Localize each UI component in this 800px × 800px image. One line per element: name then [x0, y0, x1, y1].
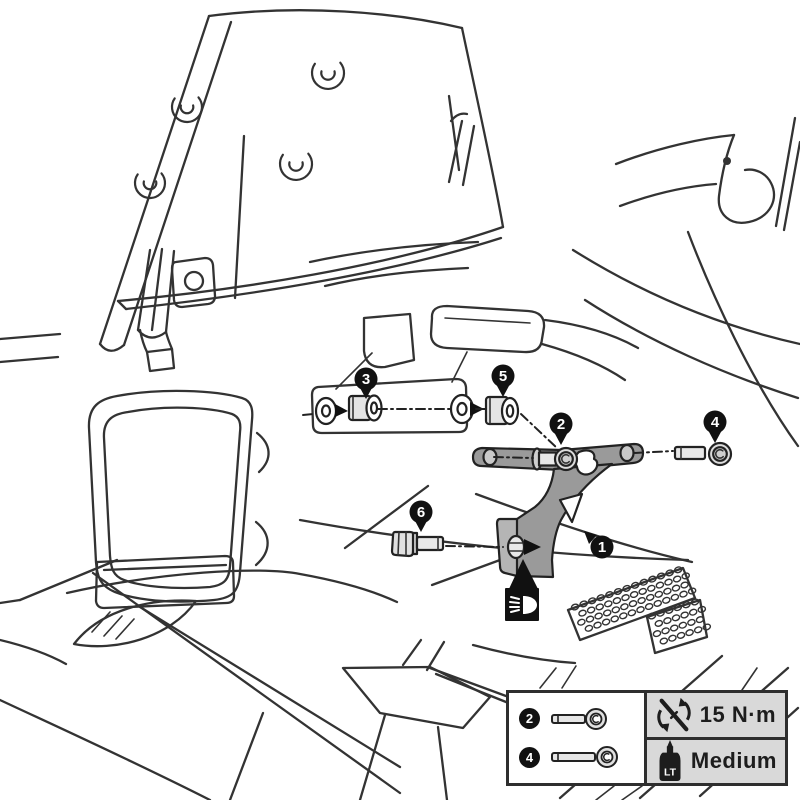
headlight-pointer: [505, 559, 539, 621]
foot-screw: [506, 534, 541, 560]
legend-part-row-4: 4: [519, 744, 644, 770]
windshield: [98, 9, 505, 352]
button-head-bolt-short-icon: [551, 707, 607, 730]
windshield-hole: [133, 172, 167, 200]
center-lines: [302, 408, 674, 548]
svg-text:4: 4: [711, 414, 720, 431]
legend-spec-panel: 15 N·m LT Medium: [646, 693, 785, 784]
part-number-badge: 2: [519, 708, 540, 730]
svg-text:1: 1: [598, 539, 606, 556]
up-arrow-icon: [508, 559, 539, 591]
fork-mudflap: [228, 638, 577, 800]
callout-3: 3: [354, 367, 378, 399]
insert-arrow-icon: [335, 404, 348, 417]
callout-1: 1: [584, 531, 614, 559]
threadlocker-bottle-icon: LT: [659, 740, 681, 782]
headlight-vent: [72, 554, 236, 648]
callout-2: 2: [549, 412, 573, 445]
svg-text:6: 6: [417, 504, 425, 521]
legend-box: 2 4: [506, 690, 788, 786]
threadlocker-spec-row: LT Medium: [647, 740, 785, 784]
mounting-bracket-part: [471, 442, 645, 579]
no-power-tools-icon: [657, 697, 691, 732]
mount-hole-right: [449, 393, 484, 425]
callout-6: 6: [409, 500, 433, 532]
bolt-2: [531, 446, 579, 472]
svg-text:5: 5: [499, 368, 507, 385]
callout-4: 4: [703, 410, 727, 443]
callout-5: 5: [491, 364, 515, 397]
svg-text:LT: LT: [664, 767, 677, 779]
svg-text:3: 3: [362, 371, 370, 388]
spacer-5: [484, 395, 520, 426]
low-beam-headlight-icon: [505, 588, 539, 621]
legend-part-row-2: 2: [519, 706, 644, 732]
headlight: [0, 332, 270, 603]
torque-spec-row: 15 N·m: [646, 693, 785, 740]
hex-bolt-6: [390, 530, 445, 558]
upper-mount-plate: [310, 377, 469, 435]
mount-hole-left: [314, 396, 348, 426]
handguard: [571, 116, 800, 448]
windshield-mount-bracket: [136, 247, 217, 373]
threadlocker-strength: Medium: [690, 748, 777, 774]
torque-value: 15 N·m: [699, 701, 777, 727]
button-head-bolt-long-icon: [551, 746, 618, 769]
windshield-hole: [310, 61, 346, 91]
windshield-hole: [278, 152, 314, 182]
legend-parts-panel: 2 4: [509, 693, 647, 783]
part-number-badge: 4: [519, 746, 540, 768]
svg-text:2: 2: [557, 416, 565, 433]
windshield-hole: [170, 96, 204, 124]
bolt-4: [673, 441, 733, 467]
cockpit: [308, 112, 640, 390]
front-beak: [0, 558, 402, 800]
spacer-3: [347, 394, 383, 422]
mesh-grille: [570, 566, 712, 645]
